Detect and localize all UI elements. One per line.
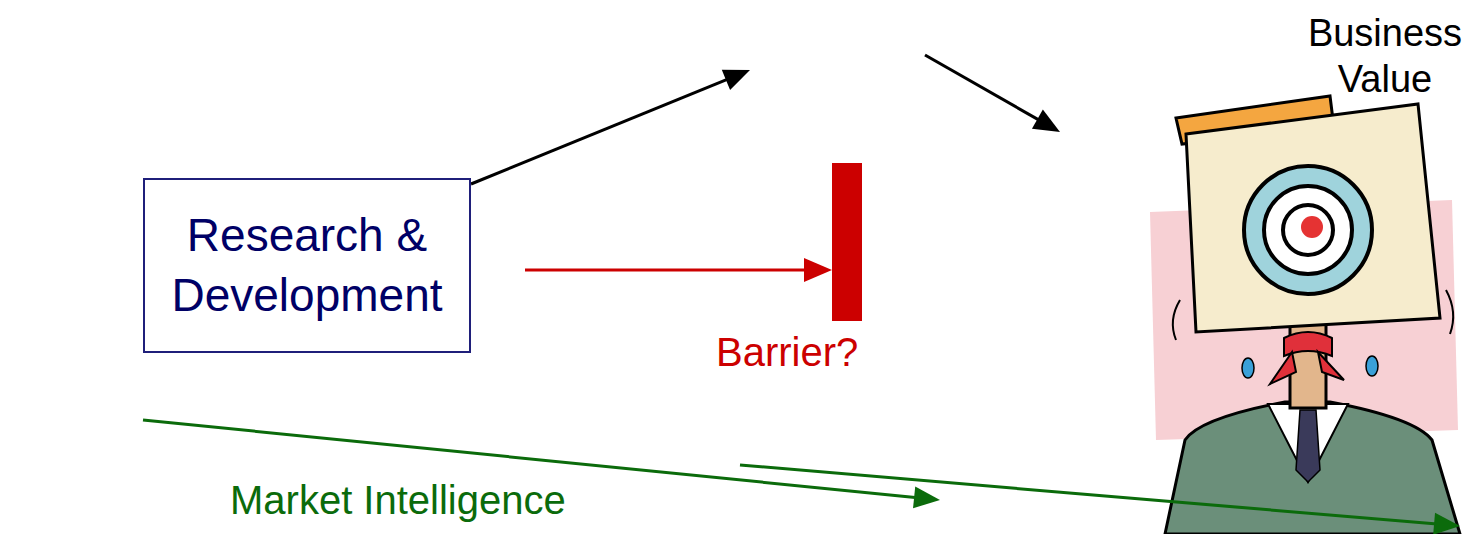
connector-line [471, 78, 731, 184]
arrowhead [1433, 513, 1460, 534]
connector-line [925, 55, 1043, 122]
feedback-arrow [143, 420, 1460, 534]
blocked-arrowhead [804, 258, 832, 282]
blocked-arrow [525, 269, 806, 272]
arrowhead [722, 70, 750, 90]
node-text: Business Value [1275, 11, 1468, 102]
barrier-bar [832, 163, 862, 321]
node-text: Research & Development [157, 206, 457, 326]
target-man-clipart [1150, 96, 1460, 534]
arrowhead [913, 486, 940, 508]
target-figure-node: Business Value [1060, 5, 1460, 530]
process-box: Research & Development [143, 178, 471, 353]
edge-label: Market Intelligence [230, 478, 566, 523]
flow-arrow [471, 55, 1060, 184]
arrowhead [1032, 110, 1060, 132]
barrier-label: Barrier? [716, 330, 858, 375]
connector-line [740, 465, 1440, 524]
